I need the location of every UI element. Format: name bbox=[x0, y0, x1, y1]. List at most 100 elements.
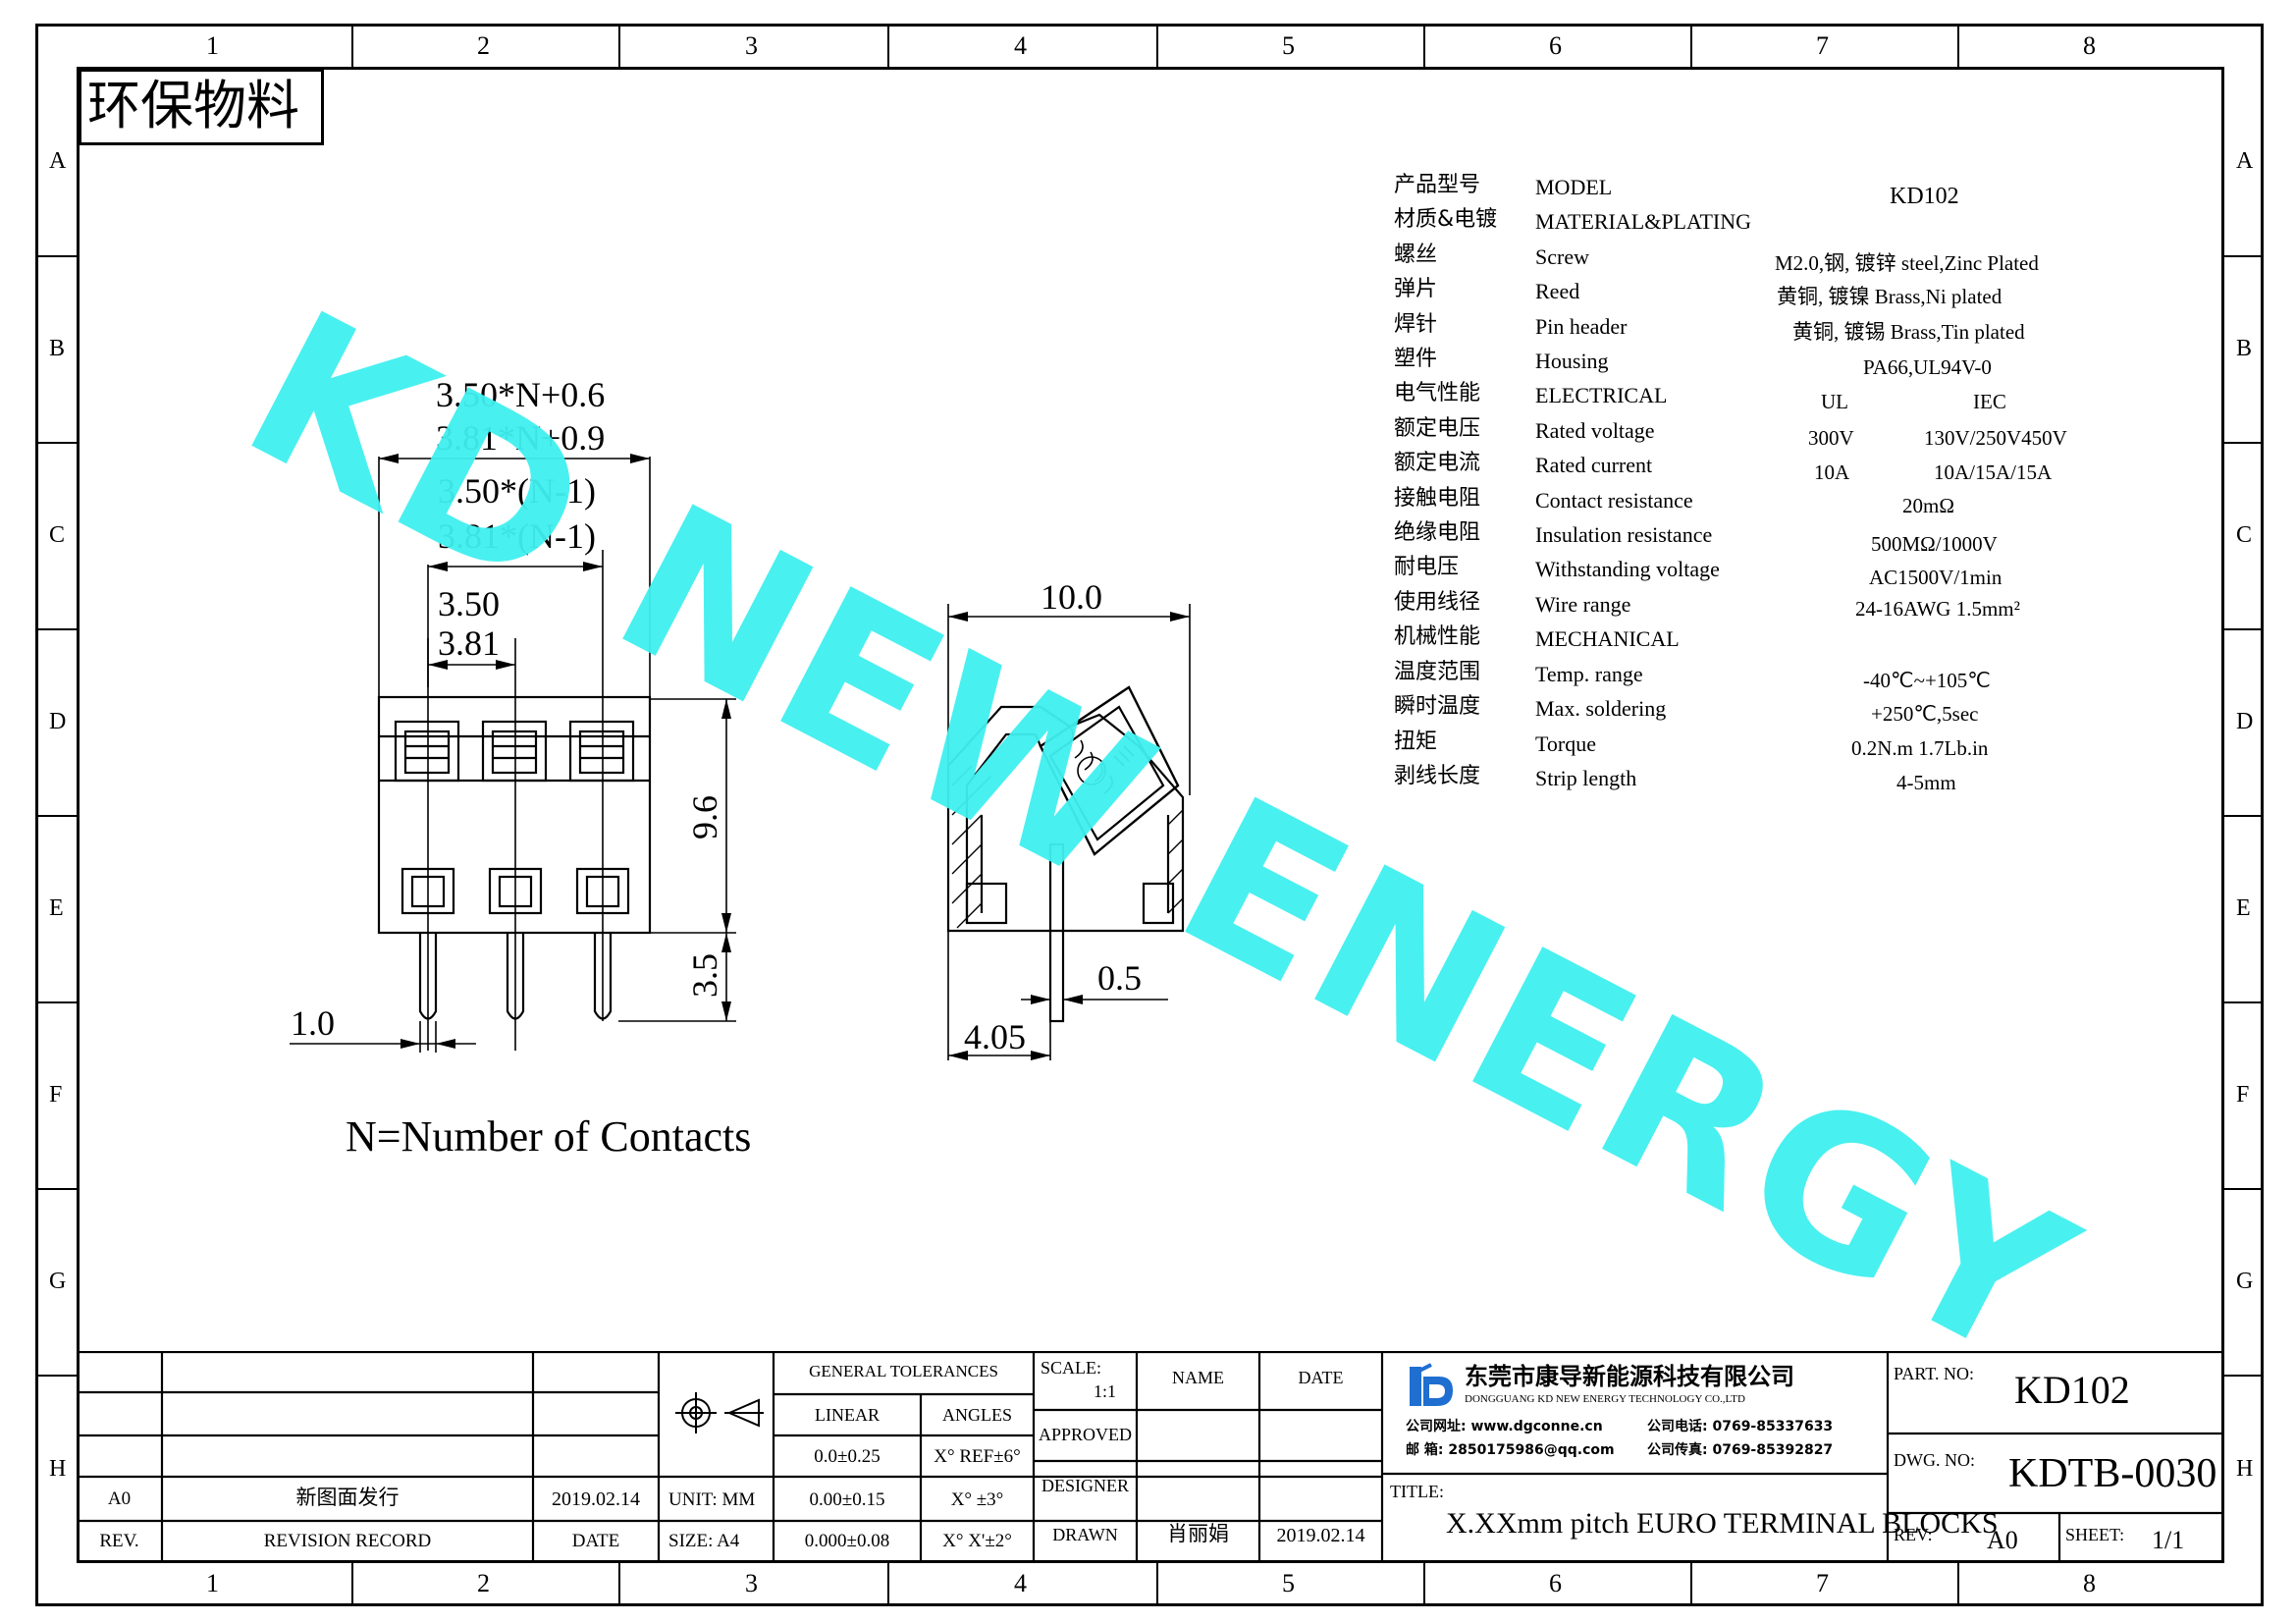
side-view bbox=[946, 685, 1185, 1023]
dim-overall-381: 3.81*N+0.9 bbox=[436, 418, 606, 458]
tol-linear-2: 0.00±0.15 bbox=[809, 1489, 885, 1510]
zone-col-bottom-3: 3 bbox=[745, 1569, 758, 1597]
company-logo bbox=[1406, 1363, 1457, 1410]
projection-symbol bbox=[675, 1392, 764, 1434]
zone-col-top-7: 7 bbox=[1816, 31, 1829, 60]
spec-iec: IEC bbox=[1973, 390, 2006, 413]
spec-label-cn: 使用线径 bbox=[1394, 590, 1481, 615]
rev-label: REV: bbox=[1894, 1525, 1933, 1544]
zone-col-bottom-1: 1 bbox=[206, 1569, 219, 1597]
zone-col-bottom-4: 4 bbox=[1014, 1569, 1027, 1597]
spec-label-cn: 弹片 bbox=[1394, 277, 1438, 301]
zone-tick-top bbox=[1156, 24, 1158, 67]
spec-ul: UL bbox=[1821, 390, 1848, 413]
spec-label-cn: 瞬时温度 bbox=[1394, 694, 1481, 719]
company-name-cn: 东莞市康导新能源科技有限公司 bbox=[1465, 1363, 1794, 1390]
spec-ul-current: 10A bbox=[1814, 460, 1850, 484]
zone-row-left-C: C bbox=[49, 522, 66, 548]
spec-label-en: Wire range bbox=[1535, 592, 1631, 617]
zone-tick-top bbox=[1423, 24, 1425, 67]
zone-col-top-3: 3 bbox=[745, 31, 758, 60]
zone-tick-right bbox=[2224, 815, 2264, 817]
zone-row-left-A: A bbox=[49, 148, 67, 174]
rev-record-header: REVISION RECORD bbox=[263, 1531, 432, 1551]
zone-row-left-G: G bbox=[49, 1269, 67, 1294]
zone-row-right-G: G bbox=[2236, 1269, 2254, 1294]
dim-span-381: 3.81*(N-1) bbox=[438, 516, 596, 556]
zone-tick-bottom bbox=[1423, 1563, 1425, 1606]
rev-record-value: 新图面发行 bbox=[295, 1486, 400, 1509]
spec-label-cn: 塑件 bbox=[1394, 347, 1438, 371]
spec-temp: -40℃~+105℃ bbox=[1863, 669, 1991, 692]
zone-col-top-2: 2 bbox=[477, 31, 490, 60]
zone-tick-right bbox=[2224, 442, 2264, 444]
dim-height: 9.6 bbox=[685, 795, 724, 839]
zone-row-right-A: A bbox=[2236, 148, 2254, 174]
sheet-label: SHEET: bbox=[2065, 1525, 2125, 1544]
zone-tick-left bbox=[35, 815, 77, 817]
spec-label-en: Temp. range bbox=[1535, 662, 1643, 686]
dim-side-offset: 4.05 bbox=[964, 1017, 1026, 1056]
spec-label-cn: 额定电流 bbox=[1394, 451, 1481, 475]
title-block-grid bbox=[77, 1351, 2224, 1563]
dim-side-width: 10.0 bbox=[1041, 577, 1102, 617]
size-label: SIZE: A4 bbox=[668, 1531, 740, 1551]
spec-ul-voltage: 300V bbox=[1808, 426, 1854, 450]
company-web: 公司网址: www.dgconne.cn bbox=[1406, 1419, 1603, 1434]
zone-tick-top bbox=[887, 24, 889, 67]
zone-row-right-E: E bbox=[2236, 895, 2251, 921]
designer-label: DESIGNER bbox=[1041, 1476, 1129, 1495]
zone-row-left-H: H bbox=[49, 1456, 67, 1482]
title-label: TITLE: bbox=[1390, 1482, 1444, 1501]
spec-withstand: AC1500V/1min bbox=[1869, 566, 2002, 589]
date-header: DATE bbox=[571, 1531, 620, 1551]
spec-strip: 4-5mm bbox=[1896, 771, 1956, 794]
drawn-date: 2019.02.14 bbox=[1276, 1525, 1365, 1546]
zone-col-top-6: 6 bbox=[1549, 31, 1562, 60]
zone-row-right-B: B bbox=[2236, 336, 2253, 361]
spec-label-cn: 绝缘电阻 bbox=[1394, 520, 1481, 545]
spec-label-en: Insulation resistance bbox=[1535, 522, 1713, 547]
zone-tick-right bbox=[2224, 628, 2264, 630]
spec-label-en: Contact resistance bbox=[1535, 488, 1693, 513]
spec-label-en: MODEL bbox=[1535, 175, 1613, 199]
zone-col-top-4: 4 bbox=[1014, 31, 1027, 60]
spec-label-cn: 焊针 bbox=[1394, 312, 1438, 337]
dim-pitch-381: 3.81 bbox=[438, 623, 500, 663]
spec-label-en: Rated voltage bbox=[1535, 418, 1655, 443]
zone-tick-right bbox=[2224, 1375, 2264, 1377]
company-tel: 公司电话: 0769-85337633 bbox=[1647, 1419, 1834, 1434]
dim-side-pin-thick: 0.5 bbox=[1097, 958, 1142, 998]
zone-tick-top bbox=[618, 24, 620, 67]
zone-tick-bottom bbox=[1156, 1563, 1158, 1606]
tol-linear-1: 0.0±0.25 bbox=[814, 1446, 881, 1467]
dim-pin: 3.5 bbox=[685, 953, 724, 998]
spec-label-cn: 额定电压 bbox=[1394, 416, 1481, 441]
zone-tick-left bbox=[35, 1188, 77, 1190]
spec-label-en: MATERIAL&PLATING bbox=[1535, 209, 1751, 234]
spec-label-en: Max. soldering bbox=[1535, 696, 1667, 721]
zone-tick-top bbox=[1690, 24, 1692, 67]
zone-col-bottom-5: 5 bbox=[1282, 1569, 1295, 1597]
spec-label-cn: 剥线长度 bbox=[1394, 764, 1481, 788]
zone-tick-bottom bbox=[1957, 1563, 1959, 1606]
zone-tick-top bbox=[351, 24, 353, 67]
zone-tick-bottom bbox=[618, 1563, 620, 1606]
zone-row-left-B: B bbox=[49, 336, 66, 361]
zone-col-top-5: 5 bbox=[1282, 31, 1295, 60]
spec-screw-value: M2.0,钢, 镀锌 steel,Zinc Plated bbox=[1775, 251, 2039, 275]
spec-contact-res: 20mΩ bbox=[1902, 494, 1954, 517]
spec-housing-value: PA66,UL94V-0 bbox=[1863, 355, 1992, 379]
zone-row-left-F: F bbox=[49, 1082, 63, 1108]
unit-label: UNIT: MM bbox=[668, 1489, 756, 1510]
spec-label-en: ELECTRICAL bbox=[1535, 383, 1668, 407]
zone-row-right-F: F bbox=[2236, 1082, 2250, 1108]
name-header: NAME bbox=[1172, 1368, 1224, 1387]
rev-date-value: 2019.02.14 bbox=[552, 1488, 640, 1510]
part-no-label: PART. NO: bbox=[1894, 1364, 1974, 1383]
tolerances-header: GENERAL TOLERANCES bbox=[809, 1362, 998, 1380]
drawn-name: 肖丽娟 bbox=[1167, 1522, 1229, 1545]
spec-pin-value: 黄铜, 镀锡 Brass,Tin plated bbox=[1792, 320, 2025, 344]
eco-material-stamp: 环保物料 bbox=[79, 69, 324, 145]
